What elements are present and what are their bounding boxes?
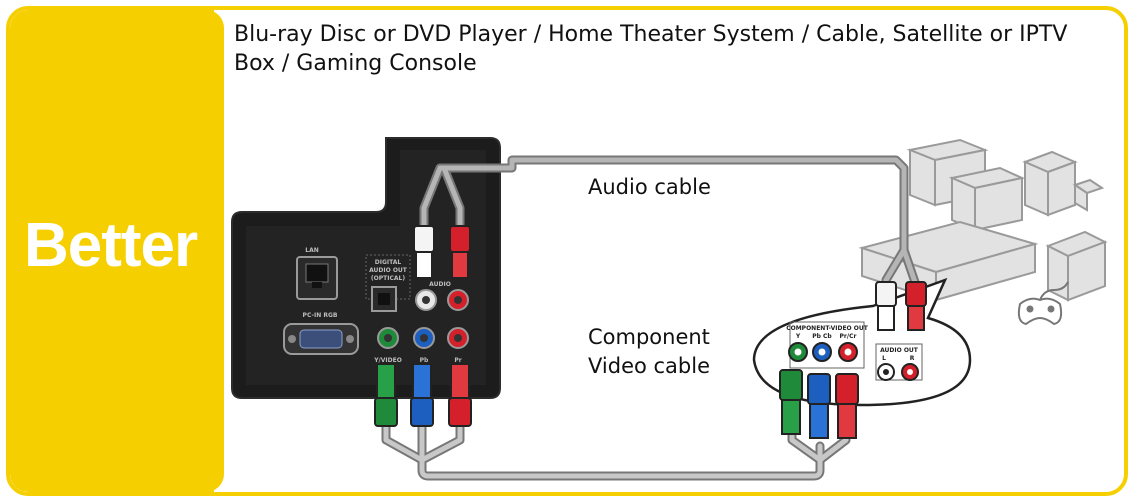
pr-cr-label: Pr/Cr [840, 333, 857, 340]
component-cable-label-1: Component [588, 325, 710, 349]
y-video-label: Y/VIDEO [373, 357, 402, 364]
component-plug-red [448, 363, 472, 427]
pr-label: Pr [454, 357, 461, 364]
rating-band-tab [200, 10, 224, 492]
component-cable-label-2: Video cable [588, 354, 710, 378]
audio-label: AUDIO [429, 281, 451, 288]
rating-label: Better [24, 211, 198, 280]
device-plug-green [779, 369, 803, 435]
r-label: R [910, 355, 915, 362]
gamepad-icon [1017, 297, 1063, 326]
audio-plug-white [413, 225, 435, 279]
component-plug-green [374, 363, 398, 427]
audio-cable-label: Audio cable [588, 175, 711, 199]
device-audio-plug-white [875, 281, 897, 331]
devices-heading: Blu-ray Disc or DVD Player / Home Theate… [234, 22, 1068, 76]
digital-audio-label-3: (OPTICAL) [371, 275, 405, 282]
digital-audio-label-2: AUDIO OUT [369, 267, 408, 274]
home-theater-illustration [858, 138, 1108, 302]
pb-label: Pb [420, 357, 429, 364]
l-label: L [882, 355, 886, 362]
pb-cb-label: Pb Cb [812, 333, 832, 340]
audio-plug-red [449, 225, 471, 279]
audio-out-label: AUDIO OUT [880, 347, 919, 354]
device-plug-red [835, 373, 859, 439]
device-plug-blue [807, 373, 831, 439]
component-plug-blue [410, 363, 434, 427]
component-cable-loop [381, 419, 851, 481]
digital-audio-label-1: DIGITAL [375, 259, 402, 266]
lan-label: LAN [305, 247, 319, 254]
rating-band [10, 10, 214, 492]
device-audio-plug-red [905, 281, 927, 331]
component-out-label: COMPONENT-VIDEO OUT [786, 325, 868, 332]
y-label: Y [795, 333, 801, 340]
pc-in-label: PC-IN RGB [303, 312, 338, 319]
